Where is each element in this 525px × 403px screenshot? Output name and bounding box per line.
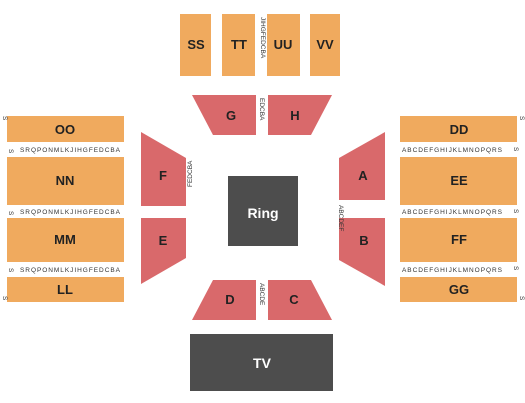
section-d[interactable]: D xyxy=(192,280,256,320)
section-h-label: H xyxy=(290,108,299,123)
right-bottom-end-letter: S xyxy=(518,296,525,301)
section-d-label: D xyxy=(225,292,234,307)
row-strip-left-2 xyxy=(7,205,124,218)
left-tier-row-letters-3: SRQPONMLKJIHGFEDCBA xyxy=(20,267,121,274)
left-end-letter-2: S xyxy=(7,211,14,216)
section-ee[interactable]: EE xyxy=(400,157,517,205)
row-strip-right-2 xyxy=(400,205,517,218)
section-g[interactable]: G xyxy=(192,95,256,135)
section-tt[interactable]: TT xyxy=(222,14,255,76)
section-ee-label: EE xyxy=(450,173,468,188)
section-vv-label: VV xyxy=(316,37,334,52)
tv-label: TV xyxy=(253,355,272,371)
right-tier-row-letters-1: ABCDEFGHIJKLMNOPQRS xyxy=(402,147,503,154)
section-uu[interactable]: UU xyxy=(267,14,300,76)
section-nn[interactable]: NN xyxy=(7,157,124,205)
section-a[interactable]: A xyxy=(339,132,385,200)
section-h[interactable]: H xyxy=(268,95,332,135)
floor-right-row-letters: ABCDEF xyxy=(337,205,344,231)
section-b-label: B xyxy=(359,233,368,248)
ring-label: Ring xyxy=(247,205,278,221)
section-ll-label: LL xyxy=(57,282,73,297)
right-tier-row-letters-3: ABCDEFGHIJKLMNOPQRS xyxy=(402,267,503,274)
section-ll[interactable]: LL xyxy=(7,277,124,302)
section-tt-label: TT xyxy=(231,37,247,52)
section-f[interactable]: F xyxy=(141,132,186,206)
row-strip-right-3 xyxy=(400,262,517,277)
right-top-end-letter: S xyxy=(518,116,525,121)
section-gg-label: GG xyxy=(449,282,469,297)
section-nn-label: NN xyxy=(56,173,75,188)
section-ss-label: SS xyxy=(187,37,205,52)
section-oo[interactable]: OO xyxy=(7,116,124,142)
ring: Ring xyxy=(228,176,298,246)
section-uu-label: UU xyxy=(274,37,293,52)
section-dd-label: DD xyxy=(450,122,469,137)
section-e-label: E xyxy=(159,233,168,248)
right-end-letter-3: S xyxy=(512,266,519,271)
tv-area: TV xyxy=(190,334,333,391)
right-end-letter-2: S xyxy=(512,209,519,214)
row-strip-left-1 xyxy=(7,142,124,157)
left-top-end-letter: S xyxy=(1,116,8,121)
left-end-letter-1: S xyxy=(7,149,14,154)
section-oo-label: OO xyxy=(55,122,75,137)
section-ff[interactable]: FF xyxy=(400,218,517,262)
section-g-label: G xyxy=(226,108,236,123)
right-end-letter-1: S xyxy=(512,147,519,152)
section-e[interactable]: E xyxy=(141,218,186,284)
section-dd[interactable]: DD xyxy=(400,116,517,142)
section-mm-label: MM xyxy=(54,232,76,247)
floor-bottom-row-letters: ABCDE xyxy=(258,283,265,306)
left-end-letter-3: S xyxy=(7,268,14,273)
section-a-label: A xyxy=(358,168,368,183)
left-tier-row-letters-1: SRQPONMLKJIHGFEDCBA xyxy=(20,147,121,154)
section-ss[interactable]: SS xyxy=(180,14,211,76)
row-strip-left-3 xyxy=(7,262,124,277)
left-tier-row-letters-2: SRQPONMLKJIHGFEDCBA xyxy=(20,209,121,216)
section-b[interactable]: B xyxy=(339,218,385,286)
row-strip-right-1 xyxy=(400,142,517,157)
section-f-label: F xyxy=(159,168,167,183)
floor-left-row-letters: FEDCBA xyxy=(187,160,194,187)
left-bottom-end-letter: S xyxy=(1,296,8,301)
right-tier-row-letters-2: ABCDEFGHIJKLMNOPQRS xyxy=(402,209,503,216)
section-vv[interactable]: VV xyxy=(310,14,340,76)
section-mm[interactable]: MM xyxy=(7,218,124,262)
section-gg[interactable]: GG xyxy=(400,277,517,302)
section-c[interactable]: C xyxy=(268,280,332,320)
section-c-label: C xyxy=(289,292,299,307)
floor-top-row-letters: EDCBA xyxy=(258,98,265,121)
top-tier-row-letters: JIHGFEDCBA xyxy=(259,17,266,59)
section-ff-label: FF xyxy=(451,232,467,247)
